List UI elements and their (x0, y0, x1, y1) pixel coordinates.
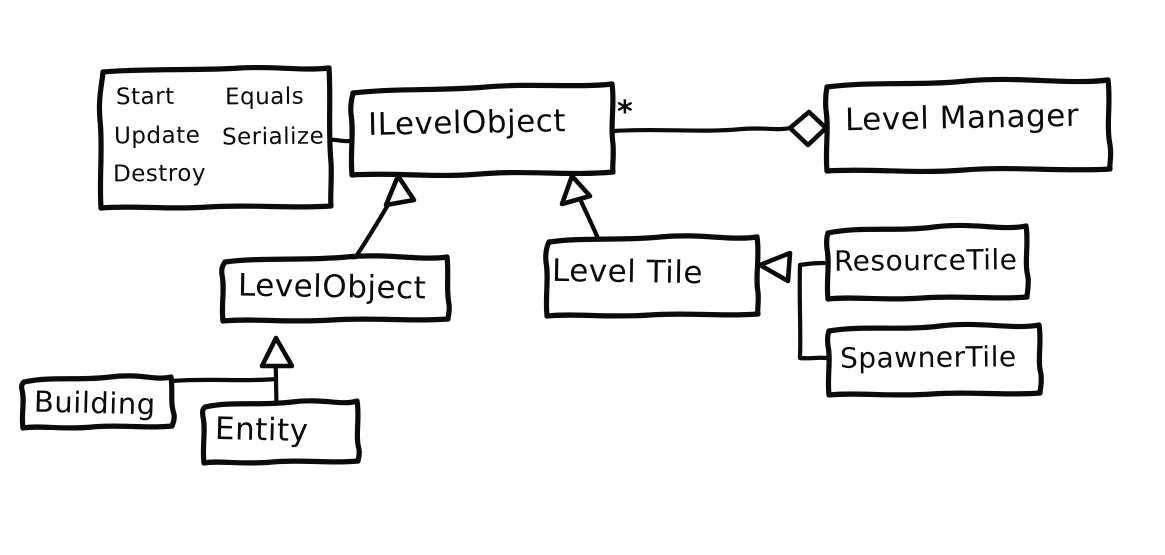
resourcetile-box-fill (827, 228, 1027, 298)
building-box-fill (22, 377, 172, 427)
ilevelobject-box-outline (348, 81, 616, 179)
ilevelobject-box-fill (352, 84, 613, 175)
leveltile-box-fill (547, 238, 758, 315)
levelobject-box-outline (219, 253, 452, 324)
generalization-triangle-icon-tiles (757, 250, 793, 284)
connector-spawnertile-to-trunk (797, 355, 829, 361)
generalization-triangle-icon-levelobject-children (259, 335, 295, 369)
entity-box-outline (200, 398, 362, 466)
connector-building-to-trunk (169, 376, 279, 384)
aggregation-diamond-icon (787, 109, 829, 148)
spawnertile-box-fill (828, 326, 1041, 393)
resourcetile-box-outline (823, 222, 1031, 302)
generalization-triangle-icon-levelobject (383, 173, 417, 208)
note-box-outline (96, 64, 334, 211)
spawnertile-box-outline (824, 321, 1044, 398)
generalization-triangle-icon-leveltile (559, 173, 593, 207)
levelobject-box-fill (223, 258, 448, 321)
levelmanager-box-outline (822, 76, 1114, 175)
connector-ilevelobject-to-levelmanager (611, 125, 793, 134)
connector-note-to-ilevelobject (327, 137, 353, 144)
levelmanager-box-fill (826, 82, 1110, 170)
entity-box-fill (203, 402, 359, 462)
connector-resourcetile-to-leveltile (797, 260, 827, 268)
leveltile-box-outline (543, 233, 761, 319)
building-box-outline (19, 373, 177, 431)
connector-tiles-trunk-vertical (797, 262, 803, 361)
note-box-fill (101, 69, 331, 208)
